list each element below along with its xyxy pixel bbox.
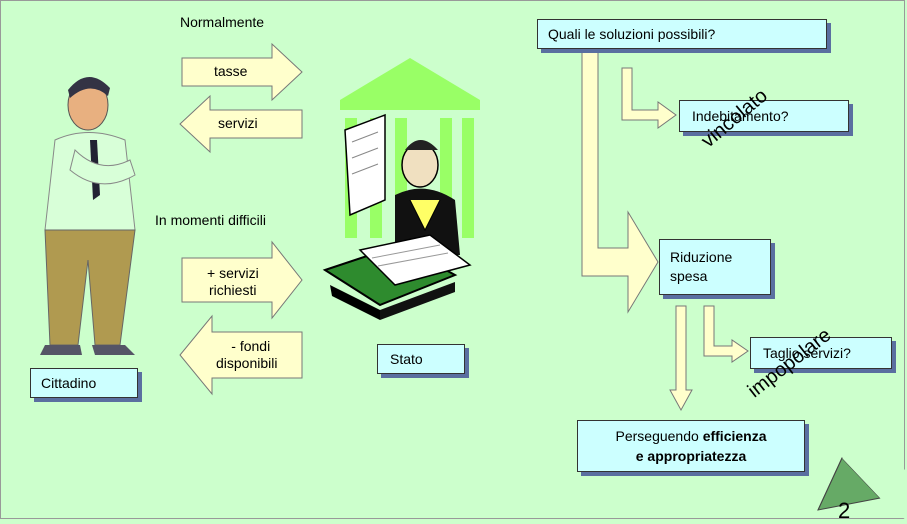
question-label: Quali le soluzioni possibili? [548, 26, 716, 42]
piu-servizi-line-1: + servizi [207, 265, 259, 281]
flow-arrow-main [581, 51, 659, 314]
flow-arrow-taglio [703, 305, 749, 363]
piu-servizi-line-2: richiesti [209, 282, 257, 298]
meno-fondi-label: - fondi disponibili [216, 338, 277, 372]
stato-label: Stato [390, 351, 423, 367]
indebitamento-label: Indebitamento? [692, 108, 789, 124]
cittadino-label: Cittadino [41, 375, 97, 391]
riduzione-line-1: Riduzione [670, 249, 733, 265]
arrow-meno-fondi [179, 314, 303, 396]
page-number: 2 [838, 498, 851, 523]
flow-arrow-indebitamento [621, 67, 677, 129]
taglio-label: Taglio servizi? [763, 345, 851, 361]
meno-fondi-line-1: - fondi [231, 338, 271, 354]
piu-servizi-label: + servizi richiesti [207, 265, 259, 299]
arrow-piu-servizi [181, 240, 303, 320]
bureaucrat-figure [322, 113, 472, 320]
cittadino-box: Cittadino [30, 368, 138, 398]
question-box: Quali le soluzioni possibili? [537, 19, 827, 49]
perseguendo-box: Perseguendo efficienza e appropriatezza [577, 420, 805, 472]
normalmente-label: Normalmente [180, 14, 265, 30]
flow-arrow-down [669, 305, 693, 412]
momenti-difficili-label: In momenti difficili [155, 212, 267, 228]
appropriatezza-text: e appropriatezza [635, 448, 747, 464]
efficienza-text: efficienza [702, 428, 767, 444]
meno-fondi-line-2: disponibili [216, 355, 278, 371]
tasse-label: tasse [214, 63, 248, 79]
page-curl [817, 457, 907, 521]
riduzione-line-2: spesa [670, 268, 708, 284]
cittadino-figure [40, 76, 136, 355]
stato-box: Stato [377, 344, 465, 374]
indebitamento-box: Indebitamento? [679, 100, 849, 132]
arrow-tasse [181, 42, 303, 102]
servizi-label: servizi [218, 115, 258, 131]
riduzione-box: Riduzione spesa [659, 239, 771, 295]
perseguendo-text: Perseguendo [615, 428, 703, 444]
arrow-servizi [179, 94, 303, 154]
taglio-box: Taglio servizi? [750, 337, 892, 369]
